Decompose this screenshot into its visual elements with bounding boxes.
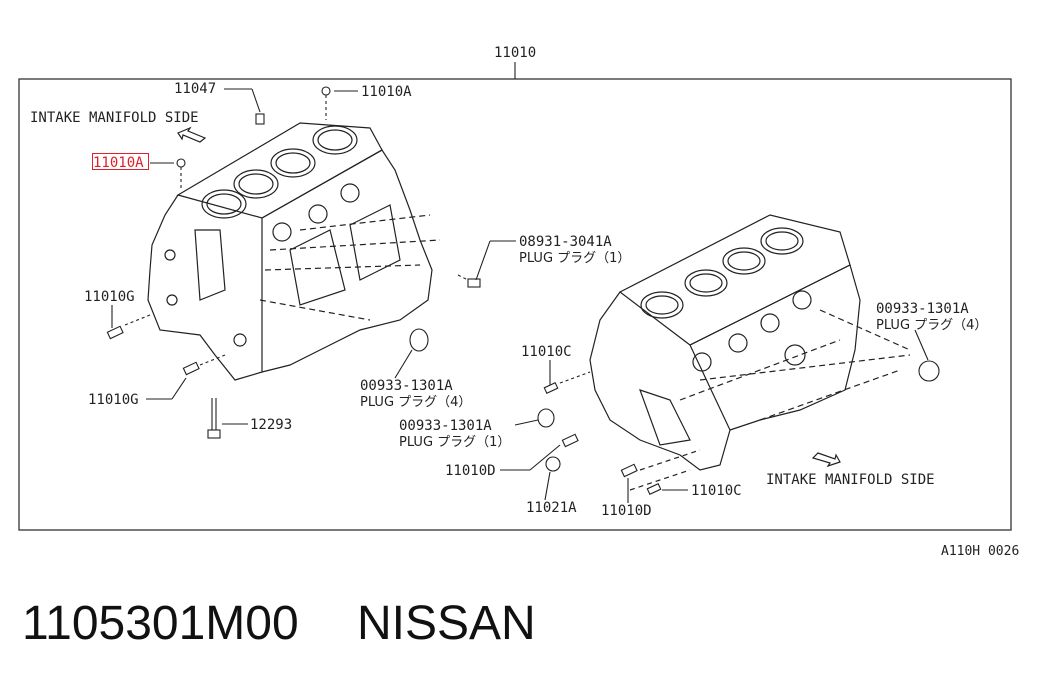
callout-00933-right-number[interactable]: 00933-1301A: [876, 301, 969, 317]
callout-12293[interactable]: 12293: [250, 417, 292, 433]
callout-11010a-left[interactable]: 11010A: [93, 155, 144, 171]
callout-11047[interactable]: 11047: [174, 81, 216, 97]
highlight-box: [92, 153, 149, 170]
callout-11010g-a[interactable]: 11010G: [84, 289, 135, 305]
callout-00933-low-number[interactable]: 00933-1301A: [399, 418, 492, 434]
callout-00933-right-desc: PLUG プラグ（4）: [876, 318, 987, 333]
assembly-part-label: 11010: [494, 45, 536, 61]
callout-11010g-b[interactable]: 11010G: [88, 392, 139, 408]
callout-11021a[interactable]: 11021A: [526, 500, 577, 516]
diagram-frame: [18, 78, 1012, 531]
leaders: [106, 86, 940, 503]
part-number: 1105301M00: [22, 597, 299, 650]
callout-00933-low-desc: PLUG プラグ（1）: [399, 435, 510, 450]
callout-11010d-a[interactable]: 11010D: [445, 463, 496, 479]
orientation-label-left: INTAKE MANIFOLD SIDE: [30, 110, 199, 126]
callout-00933-mid-desc: PLUG プラグ（4）: [360, 395, 471, 410]
callout-11010a-top[interactable]: 11010A: [361, 84, 412, 100]
callout-11010c-b[interactable]: 11010C: [691, 483, 742, 499]
arrow-right-icon: [811, 452, 841, 468]
callout-00933-mid-number[interactable]: 00933-1301A: [360, 378, 453, 394]
brand-name: NISSAN: [357, 597, 536, 650]
diagram-ref-code: A110H 0026: [941, 544, 1020, 559]
callout-08931-desc: PLUG プラグ（1）: [519, 251, 630, 266]
engine-block-left: [147, 122, 441, 381]
arrow-left-icon: [177, 126, 207, 143]
callout-11010d-b[interactable]: 11010D: [601, 503, 652, 519]
callout-11010c-a[interactable]: 11010C: [521, 344, 572, 360]
callout-08931-number[interactable]: 08931-3041A: [519, 234, 612, 250]
orientation-label-right: INTAKE MANIFOLD SIDE: [766, 472, 935, 488]
engine-block-right: [589, 214, 911, 491]
